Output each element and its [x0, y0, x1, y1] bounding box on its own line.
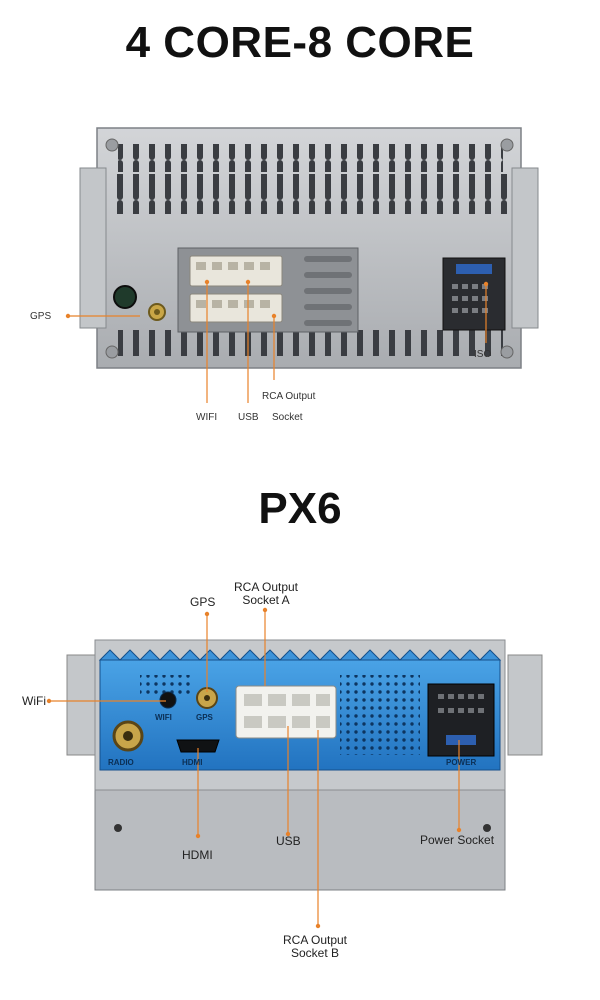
label-bottom-rca-a-line1: RCA Output	[233, 580, 299, 594]
label-top-iso: ISO	[474, 349, 492, 360]
label-bottom-power-socket: Power Socket	[420, 833, 495, 847]
label-bottom-gps: GPS	[190, 595, 216, 609]
label-bottom-rca-b-line1: RCA Output	[282, 933, 348, 947]
title-4core-8core: 4 CORE-8 CORE	[125, 18, 475, 67]
panel-mark-radio: RADIO	[108, 758, 134, 767]
label-top-wifi: WIFI	[196, 412, 218, 423]
bottom-blue-panel	[98, 649, 502, 771]
label-bottom-usb: USB	[276, 834, 301, 848]
label-top-rca-line2: Socket	[272, 412, 303, 423]
top-antenna-ports	[113, 285, 166, 321]
top-leader-lines	[68, 282, 487, 403]
label-top-usb: USB	[238, 412, 259, 423]
panel-mark-gps: GPS	[196, 713, 213, 722]
label-bottom-rca-a-line2: Socket A	[242, 593, 290, 607]
top-iso-connector	[442, 257, 506, 331]
title-px6: PX6	[258, 484, 342, 533]
label-bottom-hdmi: HDMI	[182, 848, 213, 862]
panel-mark-hdmi: HDMI	[182, 758, 203, 767]
panel-mark-wifi: WIFI	[155, 713, 172, 722]
label-top-rca-line1: RCA Output	[262, 391, 316, 402]
label-top-gps: GPS	[30, 311, 52, 322]
panel-mark-power: POWER	[446, 758, 477, 767]
label-bottom-wifi: WiFi	[22, 694, 46, 708]
bottom-leader-lines	[49, 610, 460, 926]
top-connector-bay	[177, 247, 359, 333]
label-bottom-rca-b-line2: Socket B	[290, 946, 340, 960]
